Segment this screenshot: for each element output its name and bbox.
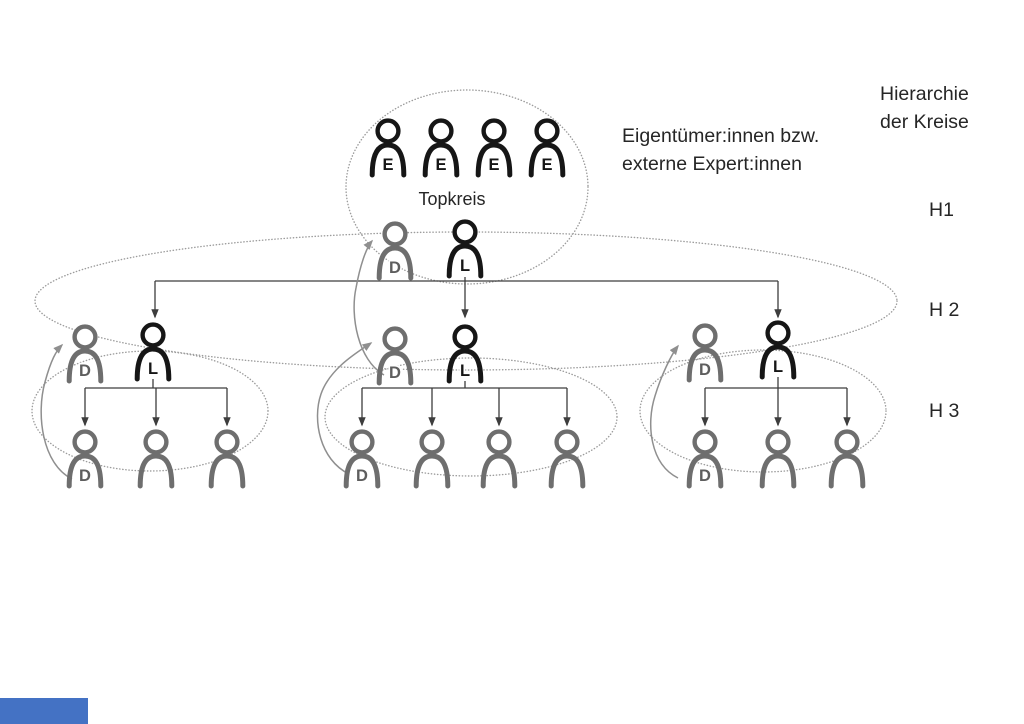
delegate-link-right [650,344,679,479]
member-figure [762,432,794,486]
level-label-h2: H 2 [929,299,959,321]
delegate-link-topkreis [353,239,385,376]
role-letter-expert: E [488,156,499,174]
accent-bar [0,698,88,724]
delegate-link-left [40,343,73,480]
role-letter-leader: L [460,257,470,275]
h3-middle-circle-outline [324,357,618,477]
role-letter-delegate: D [389,259,401,277]
org-connectors-level1 [151,277,782,319]
owners-note-line2: externe Expert:innen [622,153,802,175]
role-letter-leader: L [460,362,470,380]
role-letter-leader: L [773,358,783,376]
org-connectors-left-circle [81,379,231,427]
role-letter-delegate: D [356,467,368,485]
org-connectors-middle-circle [358,381,571,427]
h2-circle-outline [34,231,898,371]
role-letter-delegate: D [389,364,401,382]
owners-note-line1: Eigentümer:innen bzw. [622,125,819,147]
delegate-link-arrows [40,239,679,480]
role-letter-leader: L [148,360,158,378]
topkreis-circle-outline [345,89,589,285]
member-figure [483,432,515,486]
hierarchy-title-line2: der Kreise [880,111,969,133]
role-letter-delegate: D [699,467,711,485]
hierarchy-title-line1: Hierarchie [880,83,969,105]
member-figure [140,432,172,486]
member-figure [831,432,863,486]
role-letter-expert: E [382,156,393,174]
member-figure [416,432,448,486]
member-figure [211,432,243,486]
level-label-h3: H 3 [929,400,959,422]
level-label-h1: H1 [929,199,954,221]
role-letter-delegate: D [79,467,91,485]
org-connectors-right-circle [701,377,851,427]
member-figure [551,432,583,486]
role-letter-expert: E [435,156,446,174]
topkreis-label: Topkreis [418,189,485,209]
role-letter-delegate: D [79,362,91,380]
delegate-link-middle [316,342,373,475]
role-letter-expert: E [541,156,552,174]
role-letter-delegate: D [699,361,711,379]
